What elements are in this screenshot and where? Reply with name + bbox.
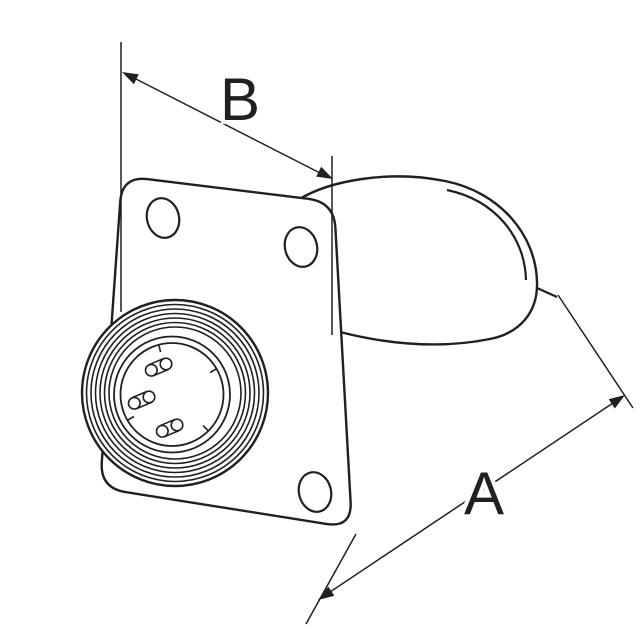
- dim-a-line: [329, 402, 614, 593]
- key-notch: [202, 425, 209, 432]
- rear-shell-rim-edge: [446, 188, 528, 281]
- dim-a-arrowhead-bottom: [318, 586, 335, 600]
- dim-a-arrowhead-top: [608, 395, 625, 409]
- pin-tip: [144, 363, 158, 377]
- shell-front-rim: [113, 335, 231, 454]
- mounting-hole-top-left: [145, 197, 181, 239]
- thread-ring: [85, 303, 265, 483]
- threaded-barrel: [80, 298, 270, 488]
- contact-pin: [127, 390, 156, 410]
- dim-b-line: [133, 77, 321, 174]
- key-notch: [209, 368, 217, 374]
- thread-ring: [103, 321, 247, 465]
- pin-tip: [127, 396, 141, 410]
- contact-pins: [127, 357, 184, 438]
- dim-b-label: B: [220, 66, 260, 133]
- dimension-a: A: [305, 294, 634, 625]
- thread-ring: [99, 317, 251, 469]
- dimension-b: B: [120, 42, 333, 335]
- rear-shell: [296, 175, 558, 346]
- thread-ring: [94, 312, 256, 474]
- key-notch: [126, 415, 135, 421]
- mounting-hole-bottom-right: [297, 471, 333, 513]
- insert-rim: [119, 342, 225, 447]
- thread-ring: [80, 298, 270, 488]
- rear-terminal: [536, 286, 558, 299]
- thread-ring: [108, 326, 242, 460]
- thread-ring: [90, 308, 260, 478]
- dim-b-arrowhead-right: [316, 166, 333, 179]
- pin-tip: [155, 424, 169, 438]
- key-notch: [157, 344, 162, 353]
- contact-pin: [144, 357, 173, 377]
- dim-a-extension-bottom-left: [305, 533, 357, 625]
- rear-shell-body: [296, 175, 539, 346]
- contact-pin: [155, 418, 184, 438]
- dim-a-extension-top-right: [557, 294, 634, 409]
- mounting-hole-top-right: [283, 226, 319, 268]
- dim-b-arrowhead-left: [122, 72, 139, 85]
- dim-a-label: A: [464, 460, 504, 527]
